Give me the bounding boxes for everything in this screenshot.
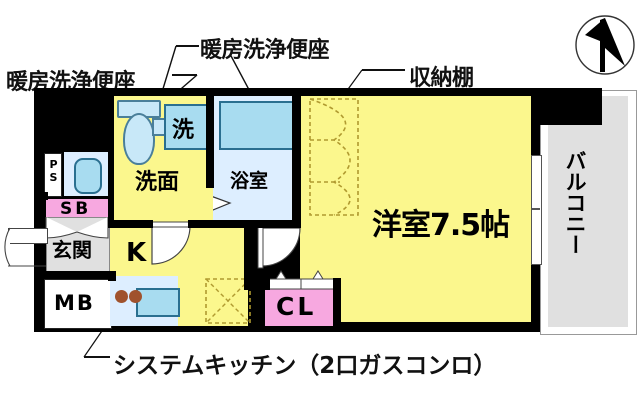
meter-box: [44, 279, 112, 329]
kitchen-sink: [136, 288, 180, 317]
shoe-box: [46, 199, 108, 217]
balcony-sliding-door[interactable]: [531, 155, 542, 265]
room-label-bathroom: 浴室: [230, 170, 269, 192]
room-label-western-room: 洋室7.5帖: [372, 208, 510, 243]
toilet-bowl: [123, 113, 155, 165]
callout-system-kitchen: システムキッチン（2口ガスコンロ）: [113, 353, 497, 379]
closet-cl: [265, 289, 338, 326]
callout-storage-shelf: 収納棚: [409, 66, 474, 91]
wall-kitchen-right: [244, 222, 252, 278]
room-label-kitchen: K: [126, 238, 147, 268]
north-arrow-icon: [575, 15, 635, 75]
balcony-wall-top: [540, 88, 602, 125]
washer-space: [164, 104, 210, 150]
front-door-leaf[interactable]: [8, 228, 48, 244]
wall-bathroom-right: [292, 88, 301, 226]
pipe-shaft-box: [44, 153, 62, 197]
wall-washroom-left: [108, 88, 114, 226]
room-label-pipe-shaft: PS: [47, 158, 60, 184]
balcony-floor: [548, 96, 628, 327]
callout-washlet-top: 暖房洗浄便座: [200, 38, 330, 63]
wall-ps-bottom: [38, 192, 48, 200]
bathtub-fixture: [219, 101, 296, 150]
gas-burner-left-icon: [115, 290, 128, 303]
balcony-sliding-door-joint: [531, 208, 540, 210]
room-label-washroom: 洗面: [135, 170, 180, 195]
meter-box-label: MB: [54, 291, 95, 315]
room-kitchen-hall: [178, 276, 248, 326]
wall-washroom-bottom-left: [108, 220, 153, 228]
wall-cl-left: [244, 278, 270, 290]
room-label-balcony: バルコニー: [563, 150, 587, 255]
washer-label: 洗: [172, 118, 195, 143]
gas-burner-right-icon: [129, 290, 142, 303]
wall-bathroom-left: [206, 88, 214, 188]
shoe-box-label: SB: [60, 199, 92, 219]
vanity-basin-fixture: [74, 158, 102, 194]
wall-entrance-bottom: [38, 271, 114, 279]
closet-cl-label: CL: [276, 292, 317, 321]
wall-cl-right: [333, 278, 341, 326]
room-label-entrance: 玄関: [52, 238, 92, 262]
